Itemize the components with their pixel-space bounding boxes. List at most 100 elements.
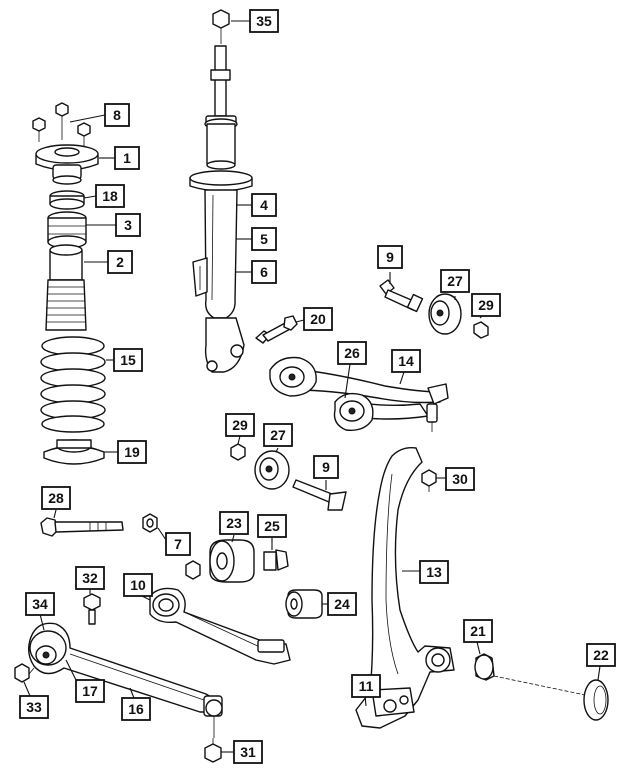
lower-arm-bolt [83,593,101,625]
callout-14: 14 [391,349,421,373]
svg-text:29: 29 [478,297,494,313]
callout-21: 21 [463,619,493,643]
callout-11: 11 [351,674,381,698]
svg-text:9: 9 [386,249,394,265]
svg-text:1: 1 [123,150,131,166]
flange-nut-upper [142,513,158,533]
callout-15: 15 [113,348,143,372]
svg-text:29: 29 [232,417,248,433]
svg-text:6: 6 [260,264,268,280]
callout-27-middle: 27 [263,423,293,447]
svg-text:15: 15 [120,352,136,368]
svg-text:30: 30 [452,471,468,487]
svg-text:5: 5 [260,231,268,247]
callout-10: 10 [123,573,153,597]
lower-arm-nut [14,663,35,683]
callout-29-middle: 29 [225,413,255,437]
svg-text:24: 24 [334,596,350,612]
svg-text:19: 19 [124,444,140,460]
callout-32: 32 [75,566,105,590]
callout-13: 13 [419,560,449,584]
tension-strut [149,587,291,665]
callout-24: 24 [327,592,357,616]
svg-text:25: 25 [264,518,280,534]
svg-text:8: 8 [113,107,121,123]
callout-9-upper: 9 [377,245,403,269]
mount-nuts [32,102,91,146]
callout-6: 6 [251,260,277,284]
svg-text:21: 21 [470,623,486,639]
callout-1: 1 [114,146,140,170]
coil-spring [40,336,106,433]
callout-20: 20 [303,307,333,331]
svg-text:35: 35 [256,13,272,29]
strut-body [204,189,238,319]
long-bolt [40,517,124,537]
svg-text:26: 26 [344,345,360,361]
svg-text:33: 33 [26,699,42,715]
callout-22: 22 [586,643,616,667]
svg-text:3: 3 [124,217,132,233]
callout-2: 2 [107,250,133,274]
hub-nut [474,653,591,697]
spring-stack [32,102,106,465]
knuckle-nut [421,469,437,492]
svg-text:11: 11 [359,678,374,694]
svg-text:7: 7 [174,536,182,552]
svg-text:2: 2 [116,254,124,270]
dust-boot [45,244,87,331]
dust-cap [583,679,609,721]
callout-29-upper: 29 [471,293,501,317]
strut-assembly [189,9,253,373]
tension-strut-bushing [209,539,255,583]
steering-knuckle [355,446,455,729]
callout-7: 7 [165,532,191,556]
middle-bushing-set [230,443,347,511]
lower-bushing [285,589,323,619]
svg-text:4: 4 [260,197,268,213]
callout-16: 16 [121,697,151,721]
callout-30: 30 [445,467,475,491]
svg-text:27: 27 [270,427,286,443]
svg-text:14: 14 [398,353,414,369]
upper-control-arm [269,356,449,432]
leader-lines [23,20,601,753]
callout-26: 26 [337,341,367,365]
callout-34: 34 [25,592,55,616]
svg-text:22: 22 [593,647,609,663]
strut-top-nut [212,9,230,44]
callout-31: 31 [233,740,263,764]
svg-text:18: 18 [102,188,118,204]
svg-text:20: 20 [310,311,326,327]
callout-3: 3 [115,213,141,237]
bushing-bolt [263,549,289,571]
callout-19: 19 [117,440,147,464]
callout-8: 8 [104,103,130,127]
callout-4: 4 [251,193,277,217]
callout-25: 25 [257,514,287,538]
svg-text:17: 17 [82,683,98,699]
callout-9-middle: 9 [313,455,339,479]
strut-rod [214,45,227,117]
svg-text:9: 9 [322,459,330,475]
jounce-bumper [47,211,87,249]
svg-text:32: 32 [82,570,98,586]
upper-strut-mount [35,144,99,185]
callout-35: 35 [249,9,279,33]
spring-isolator [43,439,105,465]
upper-bushing-set [379,279,489,339]
callout-5: 5 [251,227,277,251]
flange-nut-lower [185,560,201,580]
ball-joint-nut [204,738,222,763]
callout-27-upper: 27 [440,269,470,293]
callout-33: 33 [19,695,49,719]
svg-text:27: 27 [447,273,463,289]
mount-bearing [49,190,85,210]
callout-18: 18 [95,184,125,208]
callout-28: 28 [41,486,71,510]
svg-text:28: 28 [48,490,64,506]
callout-17: 17 [75,679,105,703]
lower-control-arm [27,622,223,738]
svg-text:16: 16 [128,701,144,717]
